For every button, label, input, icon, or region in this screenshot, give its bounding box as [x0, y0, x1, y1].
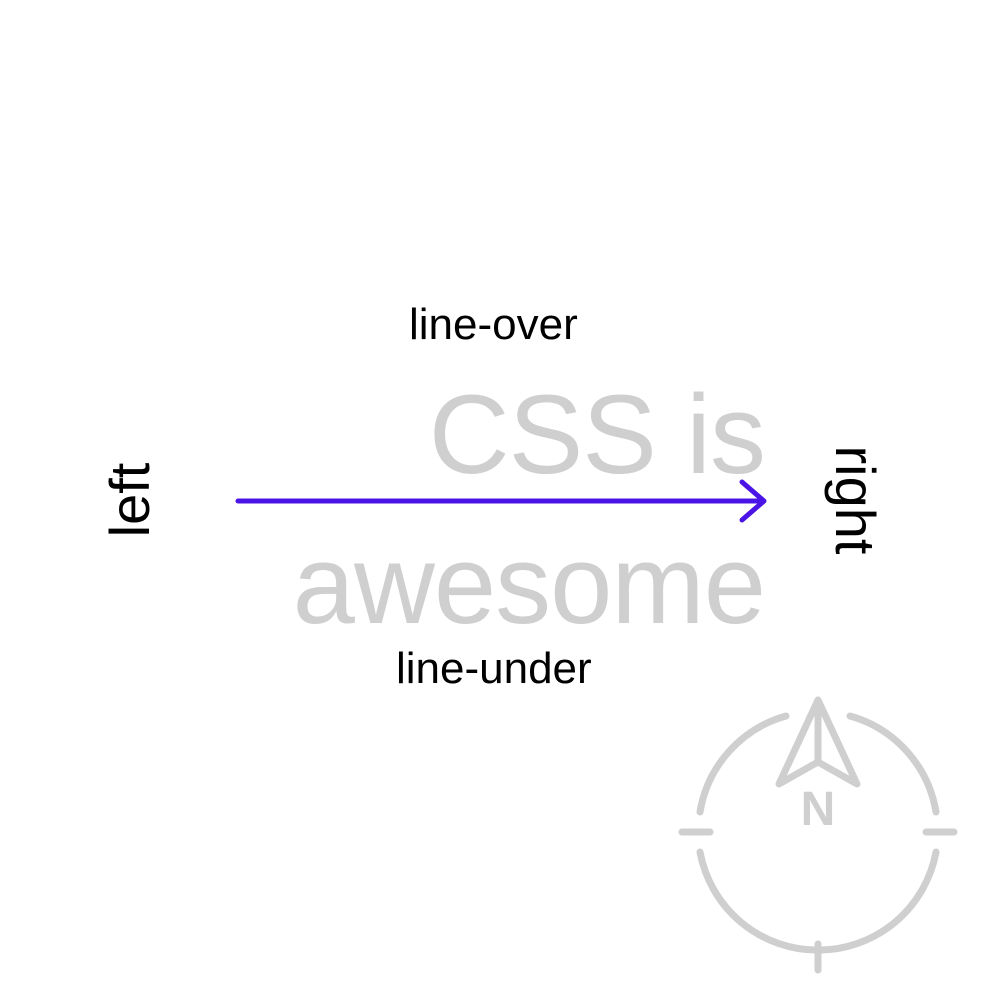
compass-north-label: N [800, 783, 836, 836]
compass-icon [678, 696, 958, 974]
line-under-label: line-under [396, 644, 592, 693]
writing-mode-sample-text: CSS is awesome [292, 372, 766, 647]
right-label: right [824, 445, 887, 555]
line-over-label: line-over [409, 300, 578, 349]
left-label: left [98, 462, 161, 538]
